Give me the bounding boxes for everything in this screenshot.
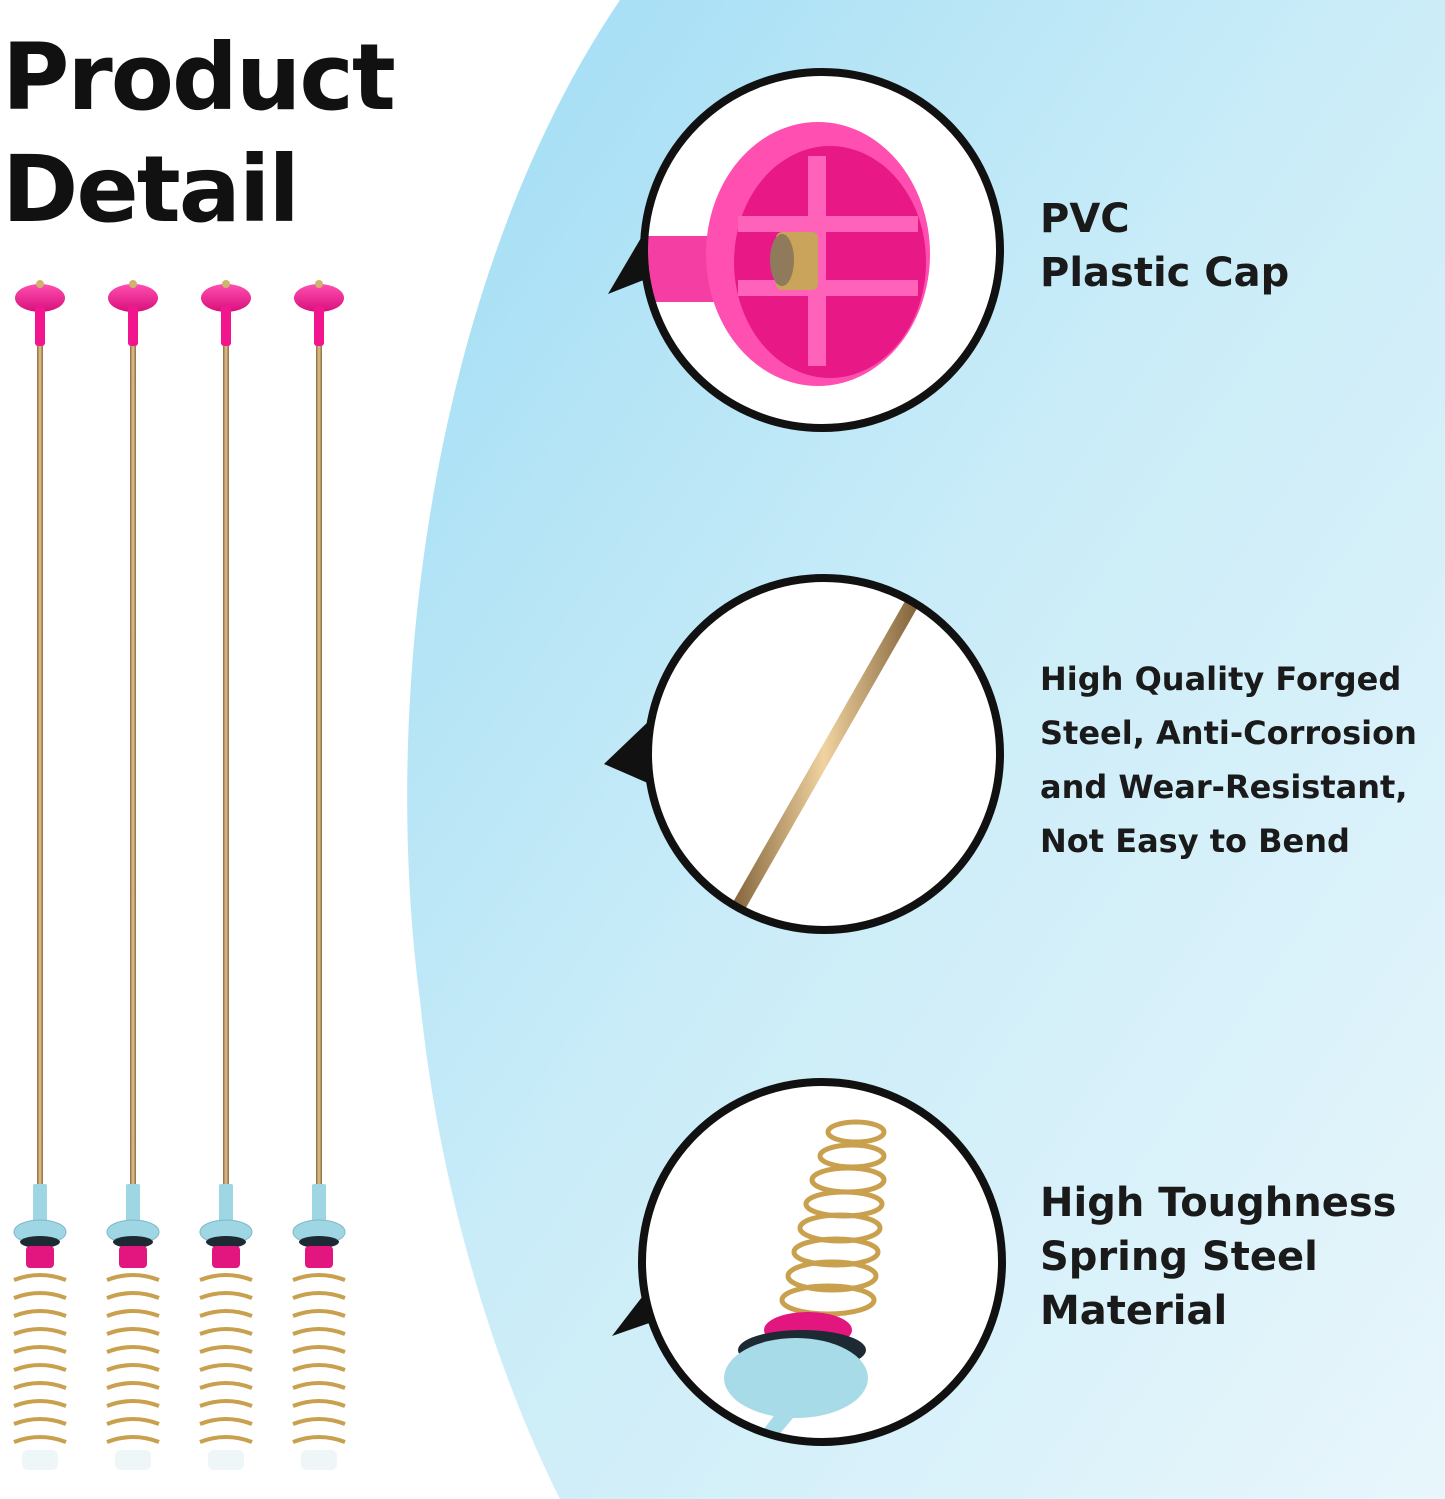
rod-cap-stem [35,306,45,346]
callout-spring [612,1074,1008,1450]
rod-bottom-plug [22,1450,58,1470]
rod-shaft [37,346,43,1186]
feature-plastic-cap-text: PVC Plastic Cap [1040,196,1290,296]
rod-spring [13,1273,67,1444]
suspension-rod [291,278,347,1472]
page-title: Product Detail [2,22,396,246]
rod-base-ring [20,1236,60,1248]
rod-base-stem [33,1184,47,1224]
feature-spring-text: High Toughness Spring Steel Material [1040,1180,1397,1334]
plastic-cap-closeup-icon [608,68,1004,432]
feature-steel-rod-text: High Quality Forged Steel, Anti-Corrosio… [1040,660,1417,860]
suspension-rod [198,278,254,1472]
title-line-2: Detail [2,136,300,243]
rod-cap-pin [36,280,44,288]
spring-closeup-icon [612,1078,1006,1446]
rod-pink-collar [26,1246,54,1268]
suspension-rod [105,278,161,1472]
steel-rod-closeup-icon [604,574,1004,934]
title-line-1: Product [2,24,396,131]
suspension-rods-group [13,278,347,1472]
callout-plastic-cap [608,66,1008,434]
callout-steel-rod [604,572,1008,936]
suspension-rod [13,280,67,1470]
rod-cap [15,284,65,312]
